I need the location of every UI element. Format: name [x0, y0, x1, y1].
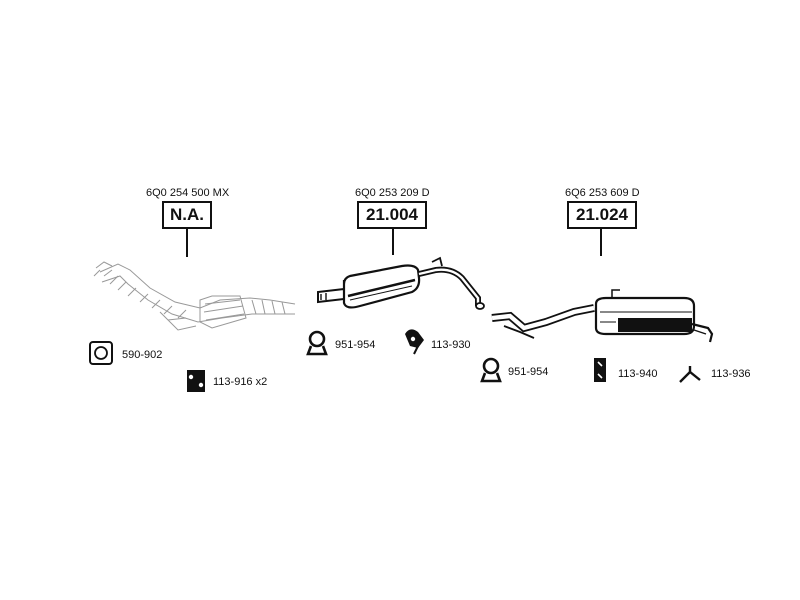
accessory-label-rubber-hanger: 113-940 — [618, 368, 658, 380]
rubber-mount-icon[interactable] — [187, 370, 205, 392]
accessory-label-pipe-clamp-rear: 951-954 — [508, 366, 549, 378]
pipe-clamp-icon[interactable] — [480, 357, 502, 383]
oe-number-middle-silencer: 6Q0 253 209 D — [355, 187, 430, 199]
oe-number-rear-silencer: 6Q6 253 609 D — [565, 187, 640, 199]
accessory-label-hanger-bracket: 113-930 — [431, 339, 471, 351]
part-ref-box-front-pipe[interactable]: N.A. — [162, 201, 212, 229]
part-ref-box-middle-silencer[interactable]: 21.004 — [357, 201, 427, 229]
hanger-bracket-icon[interactable] — [405, 329, 424, 355]
leader-line-rear-silencer — [600, 229, 602, 256]
leader-line-front-pipe — [186, 229, 188, 257]
middle-silencer-drawing[interactable] — [317, 256, 485, 310]
pipe-clamp-icon[interactable] — [306, 330, 328, 356]
accessory-label-y-hanger: 113-936 — [711, 368, 751, 380]
front-pipe-catalyst-drawing[interactable] — [93, 261, 296, 331]
y-hanger-icon[interactable] — [679, 366, 701, 383]
accessory-label-flange-gasket: 590-902 — [122, 349, 163, 361]
flange-gasket-icon[interactable] — [89, 341, 113, 365]
oe-number-front-pipe: 6Q0 254 500 MX — [146, 187, 230, 199]
part-ref-box-rear-silencer[interactable]: 21.024 — [567, 201, 637, 229]
rubber-hanger-icon[interactable] — [594, 358, 606, 382]
leader-line-middle-silencer — [392, 229, 394, 255]
accessory-label-rubber-mount: 113-916 x2 — [213, 376, 268, 388]
accessory-label-pipe-clamp-front: 951-954 — [335, 339, 376, 351]
rear-silencer-drawing[interactable] — [491, 289, 714, 343]
